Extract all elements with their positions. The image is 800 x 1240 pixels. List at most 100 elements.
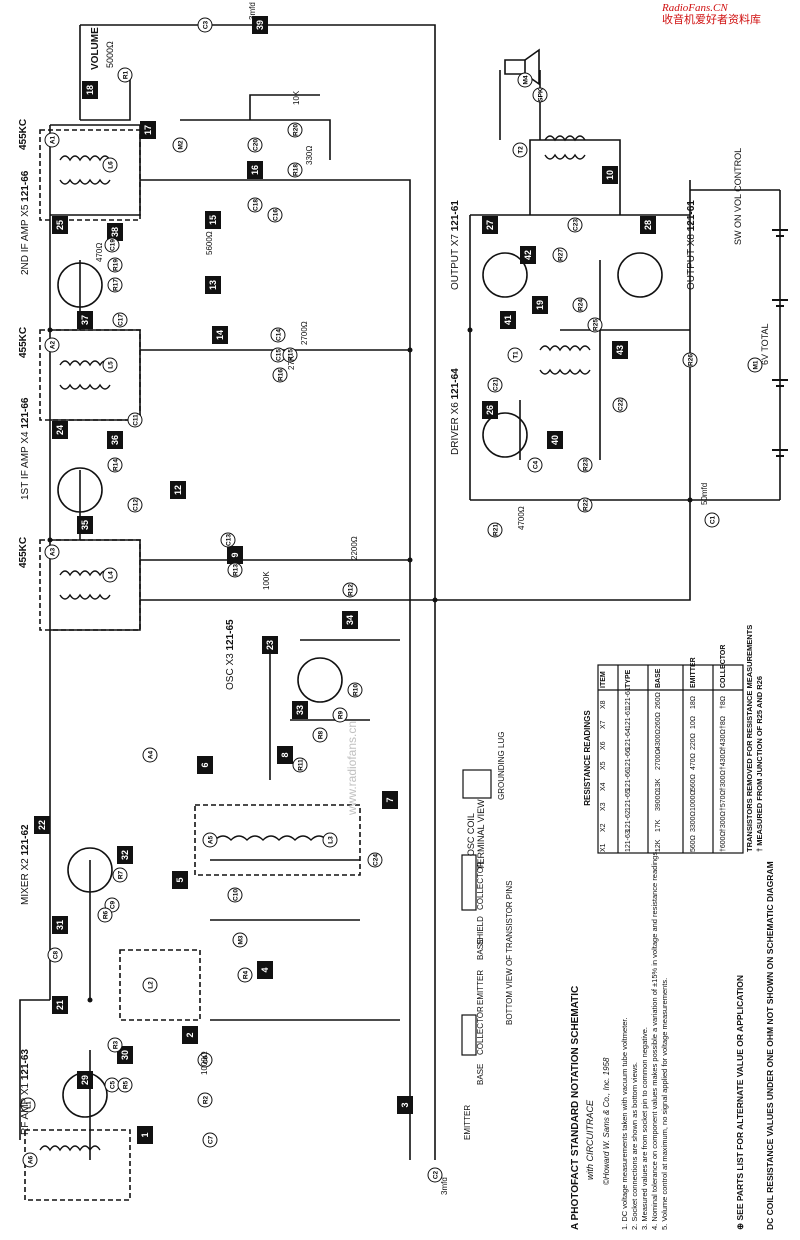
component-l4: L4 — [102, 567, 118, 583]
resistance-cell: X5 — [600, 761, 607, 770]
transistor-x5 — [57, 262, 103, 308]
test-point-label: 38 — [110, 227, 120, 237]
test-point-label: 29 — [80, 1075, 90, 1085]
component-label: C22 — [618, 399, 625, 411]
driver-part: 121-64 — [450, 368, 461, 400]
component-a4: A4 — [142, 747, 158, 763]
driver-circle: X6 — [450, 402, 461, 415]
test-point-10: 10 — [602, 166, 618, 184]
resistance-cell: X7 — [600, 720, 607, 729]
resistance-cell: †430Ω — [720, 728, 727, 750]
a2-freq: 455KC — [18, 326, 29, 358]
test-point-label: 43 — [615, 345, 625, 355]
component-label: T1 — [513, 351, 520, 359]
pin-label-emitter-2: EMITTER — [476, 969, 485, 1005]
battery — [772, 229, 788, 457]
component-label: R23 — [583, 459, 590, 471]
component-r14: R14 — [107, 457, 123, 473]
component-r25: R25 — [587, 317, 603, 333]
pin-label-collector-2: COLLECTOR — [476, 861, 485, 910]
test-point-label: 34 — [345, 615, 355, 625]
resistance-cell: X3 — [600, 802, 607, 811]
component-r1: R1 — [117, 67, 133, 83]
component-label: R6 — [103, 910, 110, 919]
component-label: L5 — [108, 361, 115, 369]
component-label: C11 — [133, 414, 140, 426]
component-r15: R15 — [282, 347, 298, 363]
component-label: A6 — [28, 1155, 35, 1164]
resistance-cell: X6 — [600, 740, 607, 750]
test-point-label: 9 — [230, 552, 240, 557]
test-point-9: 9 — [227, 546, 243, 564]
component-c22: C22 — [612, 397, 628, 413]
component-c4: C4 — [527, 457, 543, 473]
component-label: C24 — [373, 854, 380, 866]
component-label: A4 — [148, 750, 155, 759]
pin-label-shield: SHIELD — [476, 916, 485, 945]
transistor-x7 — [482, 252, 528, 298]
test-point-label: 17 — [143, 125, 153, 135]
component-label: R7 — [118, 870, 125, 879]
component-label: C7 — [208, 1135, 215, 1144]
component-label: M1 — [753, 360, 760, 369]
test-point-21: 21 — [52, 996, 68, 1014]
component-r4: R4 — [237, 967, 253, 983]
switch-label: SW ON VOL CONTROL — [733, 147, 743, 245]
component-r8: R8 — [312, 727, 328, 743]
resistance-note1: TRANSISTORS REMOVED FOR RESISTANCE MEASU… — [745, 624, 754, 852]
component-l3: L3 — [322, 832, 338, 848]
center-watermark: www.radiofans.cn — [345, 720, 359, 815]
value-10k: 10K — [292, 90, 301, 105]
component-c21: C21 — [487, 377, 503, 393]
test-point-27: 27 — [482, 216, 498, 234]
component-label: R27 — [558, 249, 565, 261]
test-point-34: 34 — [342, 611, 358, 629]
component-label: R9 — [338, 710, 345, 719]
test-point-7: 7 — [382, 791, 398, 809]
volume-value: 5000Ω — [105, 41, 115, 68]
resistance-cell: 121-63 — [625, 830, 632, 852]
output2-label: OUTPUT X8 121-61 — [686, 200, 697, 290]
component-label: L2 — [148, 981, 155, 989]
osc-stage-name: OSC — [225, 668, 236, 690]
notes-footer2: DC COIL RESISTANCE VALUES UNDER ONE OHM … — [765, 861, 775, 1230]
test-point-2: 2 — [182, 1026, 198, 1044]
resistance-table-grid — [597, 664, 744, 854]
resistance-cell: X2 — [600, 822, 607, 832]
component-label: R4 — [243, 970, 250, 979]
resistance-cell: †600Ω — [720, 831, 727, 852]
test-point-label: 2 — [185, 1032, 195, 1037]
component-label: R25 — [593, 319, 600, 331]
test-point-label: 31 — [55, 920, 65, 930]
component-label: R1 — [123, 70, 130, 79]
component-c11: C11 — [127, 412, 143, 428]
value-470: 470Ω — [95, 242, 104, 262]
note-item-2: 2. Socket connections are shown as botto… — [630, 1061, 639, 1230]
osc-coil-title: OSC COIL TERMINAL VIEW — [466, 799, 486, 870]
component-r12: R12 — [342, 582, 358, 598]
test-point-39: 39 — [252, 16, 268, 34]
component-c19: C19 — [104, 237, 120, 253]
coil-symbols — [39, 135, 591, 1152]
component-label: C20 — [253, 139, 260, 151]
component-a5: A5 — [202, 832, 218, 848]
test-point-3: 3 — [397, 1096, 413, 1114]
component-c24: C24 — [367, 852, 383, 868]
resistance-cell: †430Ω — [720, 749, 727, 770]
test-point-label: 39 — [255, 20, 265, 30]
resistance-cell: 121-61 — [625, 707, 632, 729]
if2-circle: X5 — [20, 204, 31, 217]
test-point-12: 12 — [170, 481, 186, 499]
component-r9: R9 — [332, 707, 348, 723]
test-point-37: 37 — [77, 311, 93, 329]
component-a6: A6 — [22, 1152, 38, 1168]
value-1000: 1000Ω — [200, 1051, 209, 1075]
component-a1: A1 — [44, 132, 60, 148]
test-point-label: 32 — [120, 850, 130, 860]
component-label: R24 — [578, 299, 585, 311]
test-point-label: 19 — [535, 300, 545, 310]
resistance-cell: X8 — [600, 699, 607, 709]
component-c7: C7 — [202, 1132, 218, 1148]
test-point-26: 26 — [482, 401, 498, 419]
output2-stage-name: OUTPUT — [686, 249, 697, 290]
